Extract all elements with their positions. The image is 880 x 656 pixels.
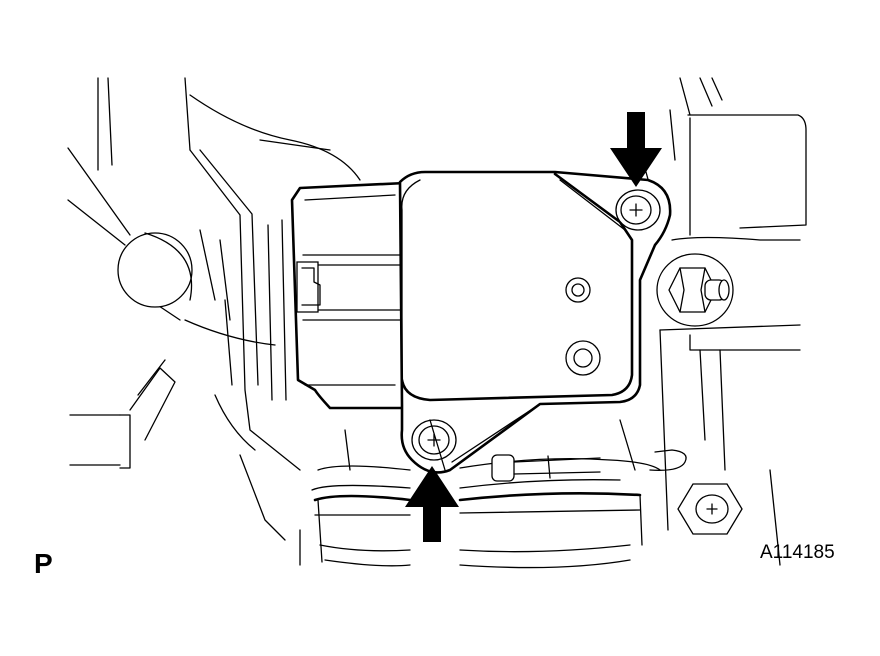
air-duct-hose: [299, 419, 687, 569]
connector-housing: [290, 181, 412, 410]
lower-bolt-arrow: [405, 466, 459, 542]
corner-letter: P: [34, 548, 53, 579]
background-structure: [67, 77, 361, 541]
upper-screw: [615, 189, 661, 231]
upper-bolt-arrow: [610, 112, 662, 187]
actuator-body: [398, 170, 672, 474]
right-nut: [656, 253, 734, 327]
lower-right-bolt: [677, 483, 743, 535]
figure-code: A114185: [760, 542, 835, 563]
mounting-boss: [117, 232, 193, 308]
lower-screw: [411, 419, 457, 461]
right-structure: [639, 77, 807, 566]
